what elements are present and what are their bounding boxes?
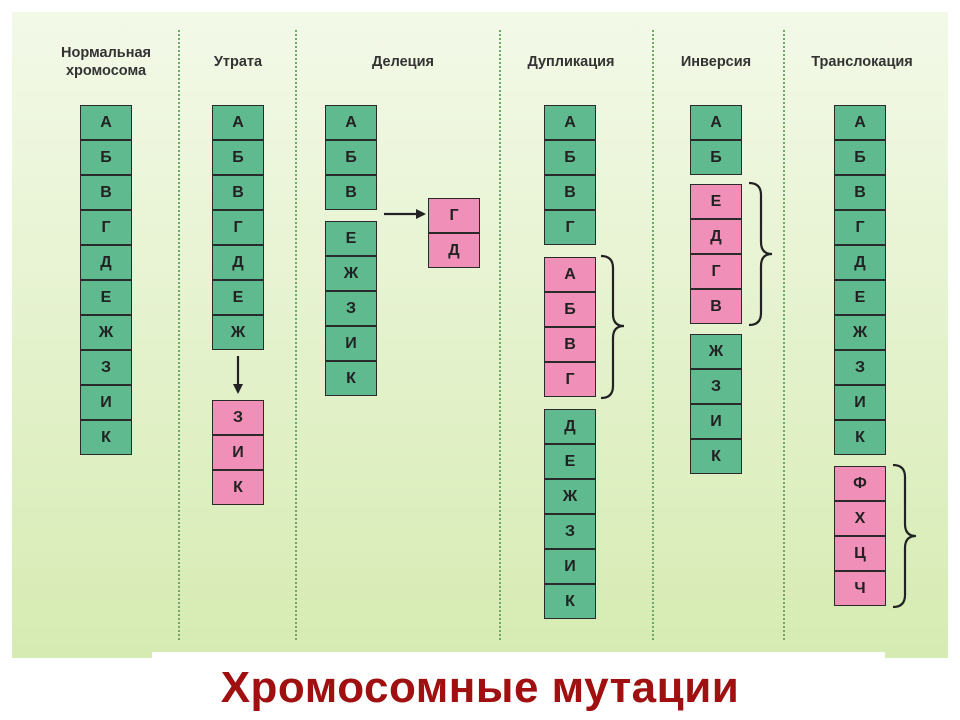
- gene-segment-duplication: К: [544, 584, 596, 619]
- gene-segment-inversion: К: [690, 439, 742, 474]
- gene-segment-translocation: Е: [834, 280, 886, 315]
- gene-segment-translocation: Ч: [834, 571, 886, 606]
- gene-segment-loss: К: [212, 470, 264, 505]
- gene-segment-deletion: Б: [325, 140, 377, 175]
- gene-segment-duplication: В: [544, 327, 596, 362]
- gene-segment-normal: К: [80, 420, 132, 455]
- gene-segment-normal: З: [80, 350, 132, 385]
- gene-segment-duplication: В: [544, 175, 596, 210]
- gene-segment-loss: Б: [212, 140, 264, 175]
- gene-segment-deletion: А: [325, 105, 377, 140]
- gene-segment-loss: Е: [212, 280, 264, 315]
- page-title: Хромосомные мутации: [220, 663, 740, 712]
- gene-segment-inversion: И: [690, 404, 742, 439]
- gene-segment-duplication: Ж: [544, 479, 596, 514]
- gene-segment-translocation: Х: [834, 501, 886, 536]
- column-title-translocation: Транслокация: [811, 54, 913, 70]
- column-divider: [652, 30, 654, 640]
- gene-segment-inversion: З: [690, 369, 742, 404]
- diagram-panel: [12, 12, 948, 658]
- gene-segment-duplication: И: [544, 549, 596, 584]
- gene-segment-duplication: З: [544, 514, 596, 549]
- gene-segment-duplication: Е: [544, 444, 596, 479]
- gene-segment-inversion: А: [690, 105, 742, 140]
- gene-segment-deletion: К: [325, 361, 377, 396]
- gene-segment-deletion: И: [325, 326, 377, 361]
- gene-segment-normal: Ж: [80, 315, 132, 350]
- gene-segment-inversion: В: [690, 289, 742, 324]
- column-divider: [295, 30, 297, 640]
- gene-segment-duplication: Г: [544, 210, 596, 245]
- gene-segment-translocation: Ж: [834, 315, 886, 350]
- gene-segment-translocation: В: [834, 175, 886, 210]
- gene-segment-loss: Г: [212, 210, 264, 245]
- gene-segment-duplication: А: [544, 105, 596, 140]
- gene-segment-normal: Д: [80, 245, 132, 280]
- gene-segment-loss: Д: [212, 245, 264, 280]
- gene-segment-deletion: З: [325, 291, 377, 326]
- gene-segment-deletion: Г: [428, 198, 480, 233]
- column-title-deletion: Делеция: [372, 54, 434, 70]
- gene-segment-duplication: Г: [544, 362, 596, 397]
- gene-segment-translocation: И: [834, 385, 886, 420]
- gene-segment-normal: В: [80, 175, 132, 210]
- gene-segment-deletion: Д: [428, 233, 480, 268]
- gene-segment-translocation: Б: [834, 140, 886, 175]
- gene-segment-deletion: В: [325, 175, 377, 210]
- gene-segment-translocation: К: [834, 420, 886, 455]
- gene-segment-inversion: Ж: [690, 334, 742, 369]
- gene-segment-normal: А: [80, 105, 132, 140]
- gene-segment-duplication: А: [544, 257, 596, 292]
- gene-segment-inversion: Б: [690, 140, 742, 175]
- gene-segment-normal: Е: [80, 280, 132, 315]
- gene-segment-translocation: Ф: [834, 466, 886, 501]
- gene-segment-translocation: Д: [834, 245, 886, 280]
- gene-segment-inversion: Е: [690, 184, 742, 219]
- gene-segment-deletion: Ж: [325, 256, 377, 291]
- gene-segment-inversion: Д: [690, 219, 742, 254]
- footer-area: [152, 652, 885, 720]
- gene-segment-duplication: Б: [544, 140, 596, 175]
- column-title-duplication: Дупликация: [527, 54, 615, 70]
- gene-segment-translocation: А: [834, 105, 886, 140]
- column-divider: [783, 30, 785, 640]
- column-title-inversion: Инверсия: [680, 54, 752, 70]
- column-title-normal: Нормальная хромосома: [60, 45, 151, 79]
- gene-segment-inversion: Г: [690, 254, 742, 289]
- gene-segment-translocation: Ц: [834, 536, 886, 571]
- column-divider: [499, 30, 501, 640]
- gene-segment-loss: Ж: [212, 315, 264, 350]
- gene-segment-duplication: Б: [544, 292, 596, 327]
- gene-segment-normal: Г: [80, 210, 132, 245]
- gene-segment-translocation: Г: [834, 210, 886, 245]
- column-title-loss: Утрата: [213, 54, 263, 70]
- column-divider: [178, 30, 180, 640]
- gene-segment-loss: А: [212, 105, 264, 140]
- gene-segment-normal: И: [80, 385, 132, 420]
- gene-segment-loss: В: [212, 175, 264, 210]
- gene-segment-translocation: З: [834, 350, 886, 385]
- gene-segment-normal: Б: [80, 140, 132, 175]
- gene-segment-duplication: Д: [544, 409, 596, 444]
- gene-segment-loss: З: [212, 400, 264, 435]
- gene-segment-deletion: Е: [325, 221, 377, 256]
- gene-segment-loss: И: [212, 435, 264, 470]
